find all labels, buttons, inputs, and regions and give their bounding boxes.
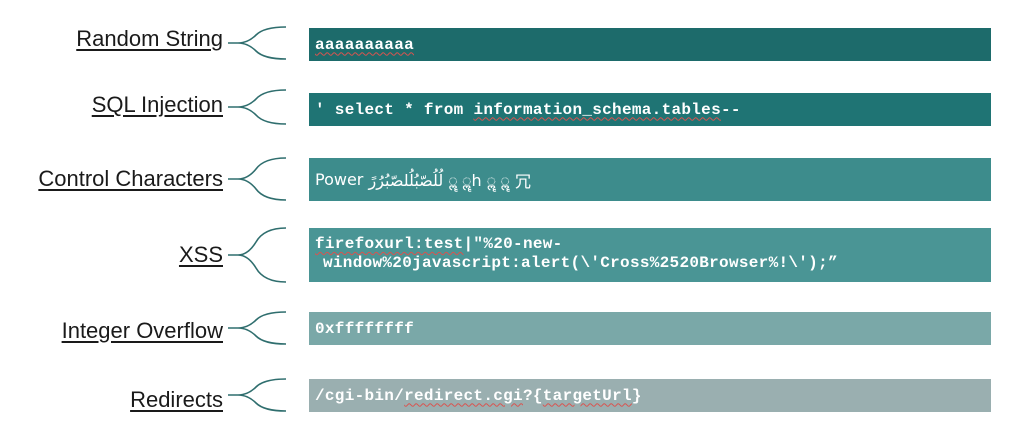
value-bar-sql-injection: ' select * from information_schema.table… [309, 93, 991, 126]
label-sql-injection: SQL Injection [91, 92, 223, 117]
brace-icon [228, 157, 287, 201]
label-control-characters: Control Characters [38, 166, 223, 191]
value-random-string: aaaaaaaaaa [315, 35, 415, 54]
value-redirects-part-1: /cgi-bin/ [315, 386, 405, 405]
value-bar-integer-overflow: 0xffffffff [309, 312, 991, 345]
value-redirects-part-2: redirect.cgi [404, 386, 523, 405]
label-redirects: Redirects [130, 387, 223, 412]
brace-icon [228, 26, 287, 60]
brace-icon [228, 311, 287, 345]
value-redirects-part-4: targetUrl [542, 386, 632, 405]
label-integer-overflow: Integer Overflow [61, 318, 223, 343]
value-sql-part-2: information_schema.tables [473, 100, 721, 119]
value-bar-random-string: aaaaaaaaaa [309, 28, 991, 61]
value-control-part-3: 冗 [509, 171, 531, 191]
brace-icon [228, 227, 287, 283]
value-integer-overflow: 0xffffffff [315, 319, 415, 338]
value-redirects-part-3: ?{ [522, 386, 543, 405]
value-xss-part-1: firefoxurl:test [315, 235, 464, 253]
value-bar-control-characters: Power لُلُصّبُلُلصّبُرُرً ॣ ॣh ॣ ॣ 冗 [309, 158, 991, 201]
value-xss-part-2: |"%20-new- [463, 235, 563, 253]
value-control-part-2: لُلُصّبُلُلصّبُرُرً ॣ ॣh ॣ ॣ [368, 170, 510, 190]
label-xss: XSS [178, 242, 223, 267]
value-sql-part-3: -- [720, 100, 741, 119]
value-control-part-1: Power [315, 170, 369, 189]
value-bar-xss: firefoxurl:test|"%20-new- window%20javas… [309, 228, 991, 282]
value-bar-redirects: /cgi-bin/redirect.cgi?{targetUrl} [309, 379, 991, 412]
value-xss-line-1: firefoxurl:test|"%20-new- [315, 235, 991, 254]
value-redirects-part-5: } [631, 386, 642, 405]
value-sql-part-1: ' select * from [315, 100, 474, 119]
brace-icon [228, 378, 287, 412]
label-random-string: Random String [76, 26, 223, 51]
value-xss-line-2: window%20javascript:alert(\'Cross%2520Br… [323, 254, 838, 272]
brace-icon [228, 89, 287, 125]
